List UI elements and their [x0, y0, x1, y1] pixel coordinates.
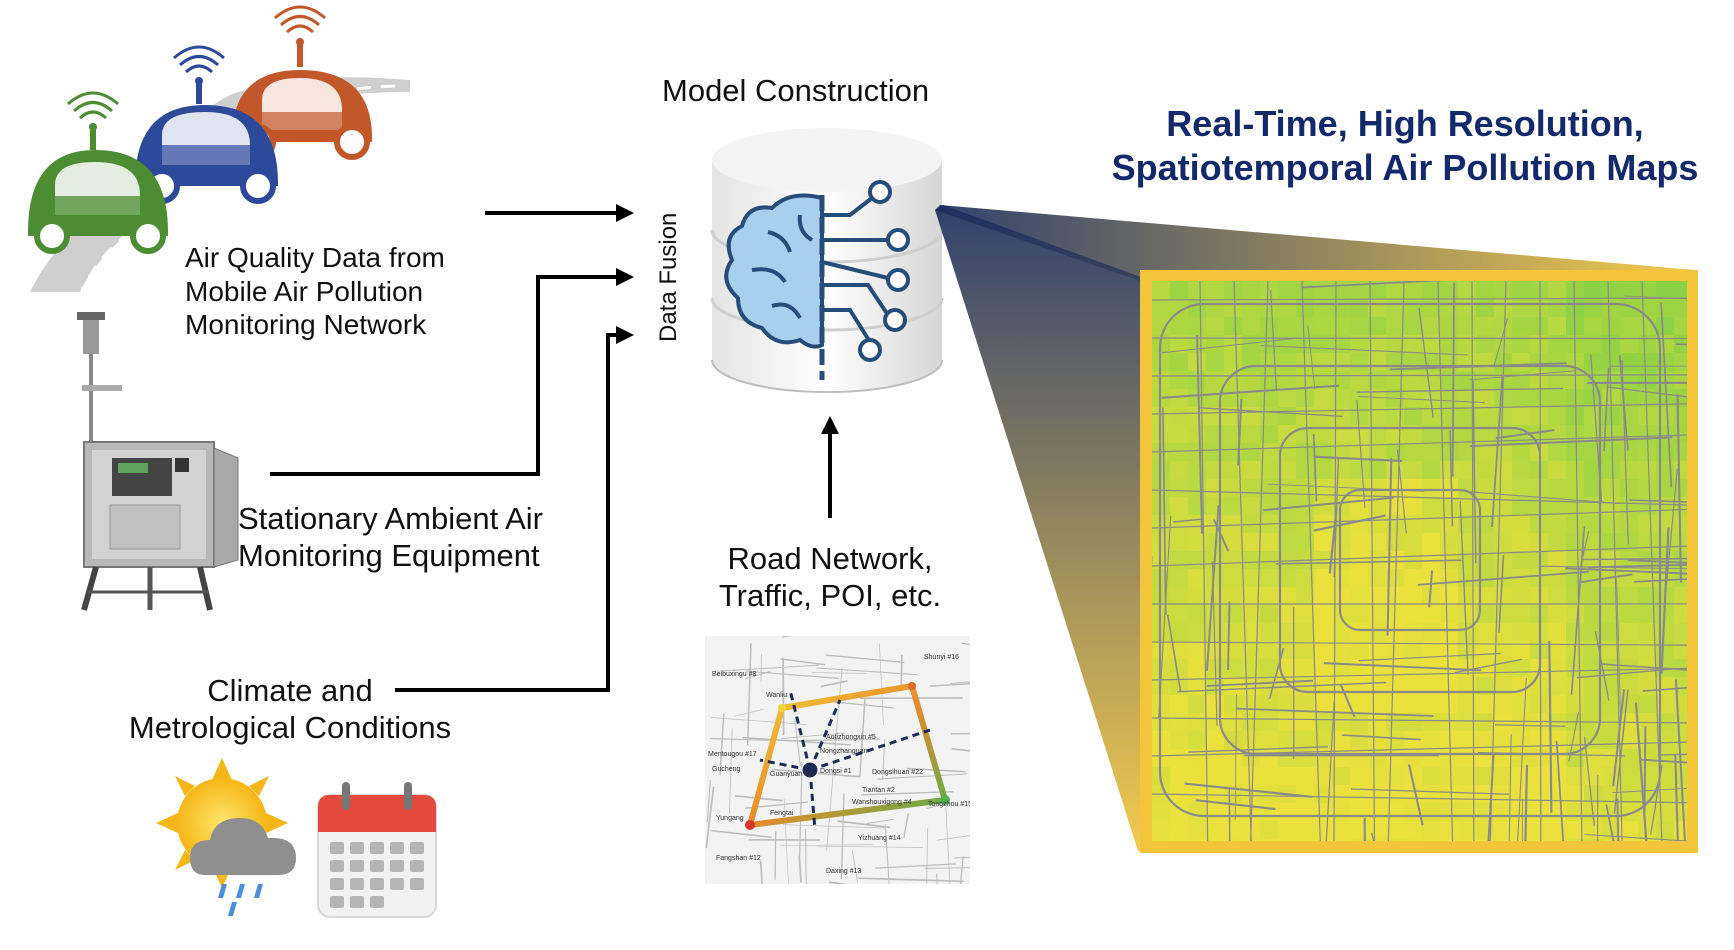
road-map-label: Shunyi #16: [924, 654, 959, 661]
road-map-label: Beibuxingu #8: [712, 671, 756, 678]
climate-line-2: Metrological Conditions: [128, 710, 452, 746]
road-network-label: Road Network, Traffic, POI, etc.: [660, 540, 1000, 614]
data-fusion-label: Data Fusion: [655, 212, 682, 342]
mobile-data-line-3: Monitoring Network: [185, 309, 427, 341]
road-map-label: Gucheng: [712, 766, 741, 773]
zoom-projection: [935, 205, 1695, 851]
road-map-label: Fengtai: [770, 810, 794, 817]
brain-circuit-icon: [724, 180, 910, 380]
road-map-label: Aotizhongxin #5: [826, 734, 876, 741]
road-map-label: Wanliu: [766, 692, 787, 699]
road-map-label: Daxing #13: [826, 868, 862, 875]
stationary-line-2: Monitoring Equipment: [238, 538, 540, 574]
mobile-sensor-cars: [28, 5, 410, 293]
road-map-label: Mentougou #17: [708, 751, 757, 758]
climate-line-1: Climate and: [207, 673, 373, 708]
arrow-heads: [616, 204, 839, 434]
road-line-2: Traffic, POI, etc.: [718, 578, 942, 614]
road-map-label: Fangshan #12: [716, 855, 761, 862]
orange-car-icon: [232, 5, 372, 160]
blue-car-icon: [135, 45, 278, 204]
stationary-line-1: Stationary Ambient Air: [238, 501, 543, 536]
road-map-label: Tongzhou #15: [928, 801, 972, 808]
sun-cloud-rain-icon: [156, 758, 296, 916]
pollution-map: [1140, 270, 1698, 853]
title-line-2: Spatiotemporal Air Pollution Maps: [1111, 146, 1699, 188]
map-title: Real-Time, High Resolution, Spatiotempor…: [1085, 102, 1725, 190]
title-line-1: Real-Time, High Resolution,: [1166, 103, 1644, 144]
road-map-label: Tiantan #2: [862, 787, 895, 794]
mobile-data-label: Air Quality Data from Mobile Air Polluti…: [185, 241, 445, 342]
mobile-data-line-1: Air Quality Data from: [185, 242, 445, 273]
road-map-label: Guanyuan #3: [770, 771, 812, 778]
green-car-icon: [28, 91, 168, 254]
input-arrows: [270, 211, 832, 692]
model-construction-label: Model Construction: [662, 73, 930, 108]
climate-label: Climate and Metrological Conditions: [90, 672, 490, 746]
road-map-label: Dongsi #1: [820, 768, 852, 775]
stationary-monitor-icon: [77, 312, 239, 611]
calendar-icon: [317, 782, 437, 918]
road-line-1: Road Network,: [727, 541, 933, 576]
road-map-label: Nongzhanguan: [820, 748, 868, 755]
road-map-label: Yizhuang #14: [858, 835, 901, 842]
mobile-data-line-2: Mobile Air Pollution: [185, 275, 424, 307]
road-map-label: Yungang: [716, 815, 744, 822]
road-map-label: Dongsihuan #22: [872, 769, 923, 776]
road-map-label: Wanshouxigong #4: [852, 799, 912, 806]
stationary-label: Stationary Ambient Air Monitoring Equipm…: [238, 500, 543, 574]
